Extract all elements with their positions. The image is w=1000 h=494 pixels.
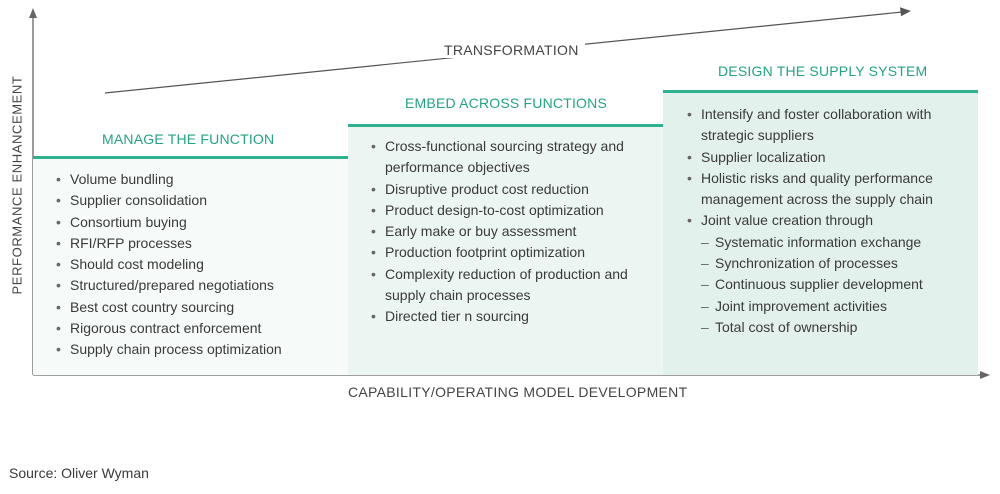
sub-list-item: Joint improvement activities <box>687 296 972 318</box>
stage-1-item-list: Volume bundlingSupplier consolidationCon… <box>56 169 341 361</box>
list-item: Disruptive product cost reduction <box>371 179 659 201</box>
list-item: Product design-to-cost optimization <box>371 200 659 222</box>
x-axis-arrowhead <box>980 371 990 379</box>
stage-title-design: DESIGN THE SUPPLY SYSTEM <box>718 63 928 79</box>
stage-3-item-list: Intensify and foster collaboration with … <box>687 104 972 339</box>
list-item: Early make or buy assessment <box>371 221 659 243</box>
list-item: Best cost country sourcing <box>56 297 341 319</box>
list-item: RFI/RFP processes <box>56 233 341 255</box>
transformation-arrowhead <box>900 7 911 17</box>
list-item: Should cost modeling <box>56 254 341 276</box>
stage-title-manage: MANAGE THE FUNCTION <box>102 131 275 147</box>
list-item: Volume bundling <box>56 169 341 191</box>
transformation-label: TRANSFORMATION <box>438 42 585 58</box>
list-item: Supply chain process optimization <box>56 339 341 361</box>
y-axis-arrowhead <box>29 8 37 18</box>
list-item: Directed tier n sourcing <box>371 306 659 328</box>
list-item: Cross-functional sourcing strategy and p… <box>371 136 659 179</box>
x-axis-label: CAPABILITY/OPERATING MODEL DEVELOPMENT <box>348 384 688 400</box>
stage-title-embed: EMBED ACROSS FUNCTIONS <box>405 95 607 111</box>
list-item: Complexity reduction of production and s… <box>371 264 659 307</box>
y-axis-label: PERFORMANCE ENHANCEMENT <box>9 75 25 295</box>
list-item: Rigorous contract enforcement <box>56 318 341 340</box>
list-item: Supplier localization <box>687 147 972 169</box>
list-item: Supplier consolidation <box>56 190 341 212</box>
list-item: Structured/prepared negotiations <box>56 275 341 297</box>
list-item: Holistic risks and quality performance m… <box>687 168 972 211</box>
list-item: Production footprint optimization <box>371 242 659 264</box>
sub-list-item: Continuous supplier development <box>687 274 972 296</box>
source-note: Source: Oliver Wyman <box>9 465 149 481</box>
list-item: Consortium buying <box>56 212 341 234</box>
sub-list-item: Total cost of ownership <box>687 317 972 339</box>
sub-list-item: Synchronization of processes <box>687 253 972 275</box>
list-item: Intensify and foster collaboration with … <box>687 104 972 147</box>
list-item: Joint value creation through <box>687 210 972 232</box>
stage-2-item-list: Cross-functional sourcing strategy and p… <box>371 136 659 328</box>
sub-list-item: Systematic information exchange <box>687 232 972 254</box>
